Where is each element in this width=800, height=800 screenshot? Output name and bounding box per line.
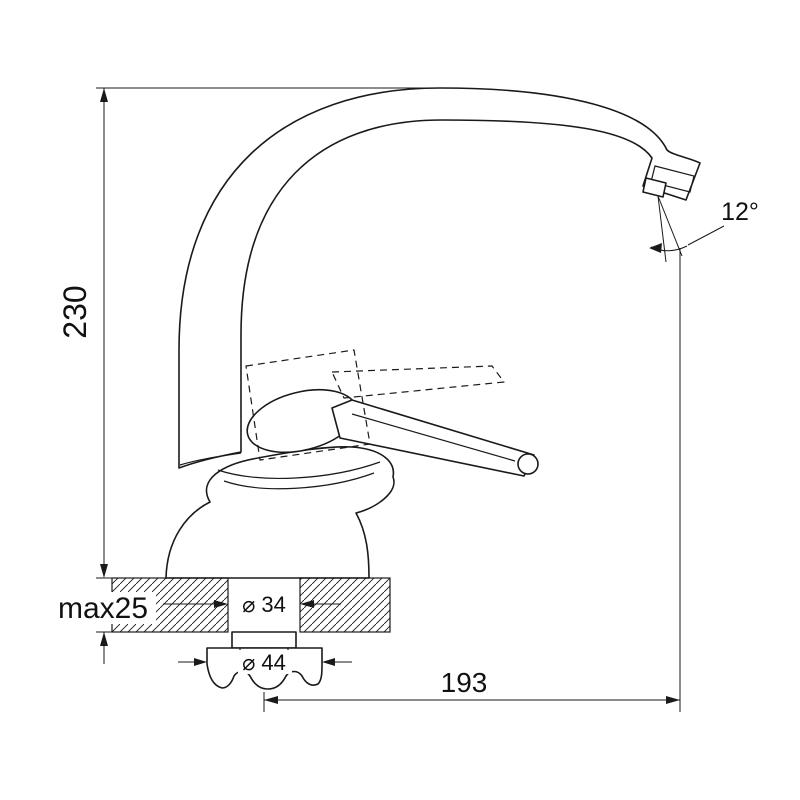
hole-diameter-label: ⌀ 34 xyxy=(242,592,286,617)
base-ring-line-2 xyxy=(223,472,375,490)
thickness-dimension-label: max25 xyxy=(58,592,148,625)
angle-annotation-12deg: 12° xyxy=(649,195,759,263)
faucet-gooseneck-spout xyxy=(178,87,701,469)
handle-alternate-position-dashed xyxy=(245,349,505,461)
dimension-hole-diameter-34: ⌀ 34 xyxy=(163,592,341,617)
angle-leader-line xyxy=(687,225,725,246)
dimension-height-230: 230 xyxy=(57,87,442,579)
spout-aerator xyxy=(642,165,695,198)
dimension-thickness-max25: max25 xyxy=(54,592,156,664)
handle-blade-edge-line xyxy=(351,413,516,462)
angle-label: 12° xyxy=(721,198,759,226)
handle-blade-tip xyxy=(517,453,539,475)
column-joint-line xyxy=(179,452,242,466)
dimension-nut-diameter-44: ⌀ 44 xyxy=(178,650,352,675)
nut-diameter-label: ⌀ 44 xyxy=(242,650,286,675)
faucet-base-body xyxy=(165,446,395,579)
height-dimension-label: 230 xyxy=(57,285,93,338)
reach-dimension-label: 193 xyxy=(441,667,488,698)
angle-slant-line xyxy=(657,195,683,257)
handle-lever xyxy=(246,388,539,477)
countertop-section xyxy=(111,577,391,633)
threaded-shank xyxy=(231,631,297,649)
countertop-right-hatch xyxy=(299,577,391,633)
dimension-reach-193: 193 xyxy=(263,248,681,712)
base-ring-line-1 xyxy=(217,461,381,479)
